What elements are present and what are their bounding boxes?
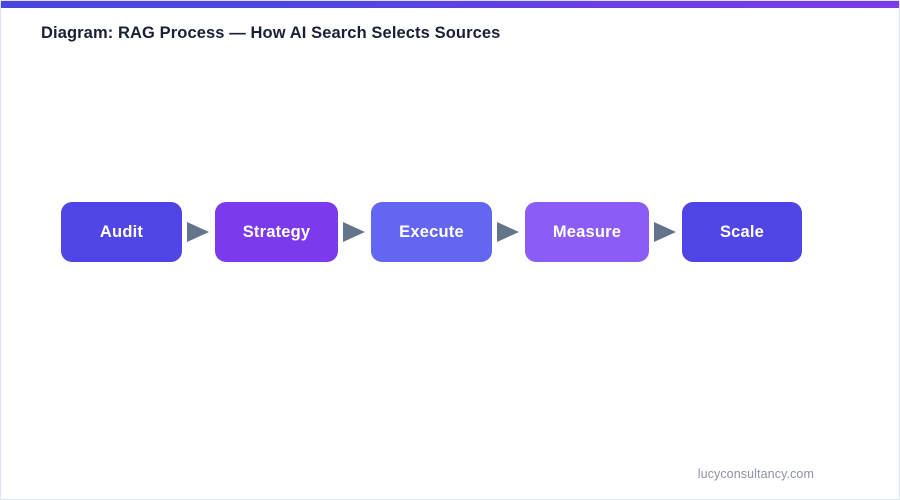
page-title: Diagram: RAG Process — How AI Search Sel… [41,24,501,42]
flow-arrow-icon-1 [182,202,215,262]
process-node-label: Audit [99,222,144,241]
source-attribution: lucyconsultancy.com [697,467,814,481]
process-node-label: Execute [399,222,464,241]
flow-arrow-icon-2 [338,202,371,262]
process-node-label: Measure [552,222,622,241]
process-node-label: Strategy [242,222,311,241]
flow-arrow-icon-4 [649,202,682,262]
process-node-audit[interactable]: Audit [61,202,182,262]
flow-arrow-icon-3 [492,202,525,262]
process-node-measure[interactable]: Measure [525,202,649,262]
process-flow-diagram: Audit Strategy Execute Measure [1,202,899,262]
process-node-scale[interactable]: Scale [682,202,802,262]
process-node-label: Scale [719,222,765,241]
process-node-strategy[interactable]: Strategy [215,202,338,262]
top-accent-bar [1,1,899,8]
process-node-execute[interactable]: Execute [371,202,492,262]
